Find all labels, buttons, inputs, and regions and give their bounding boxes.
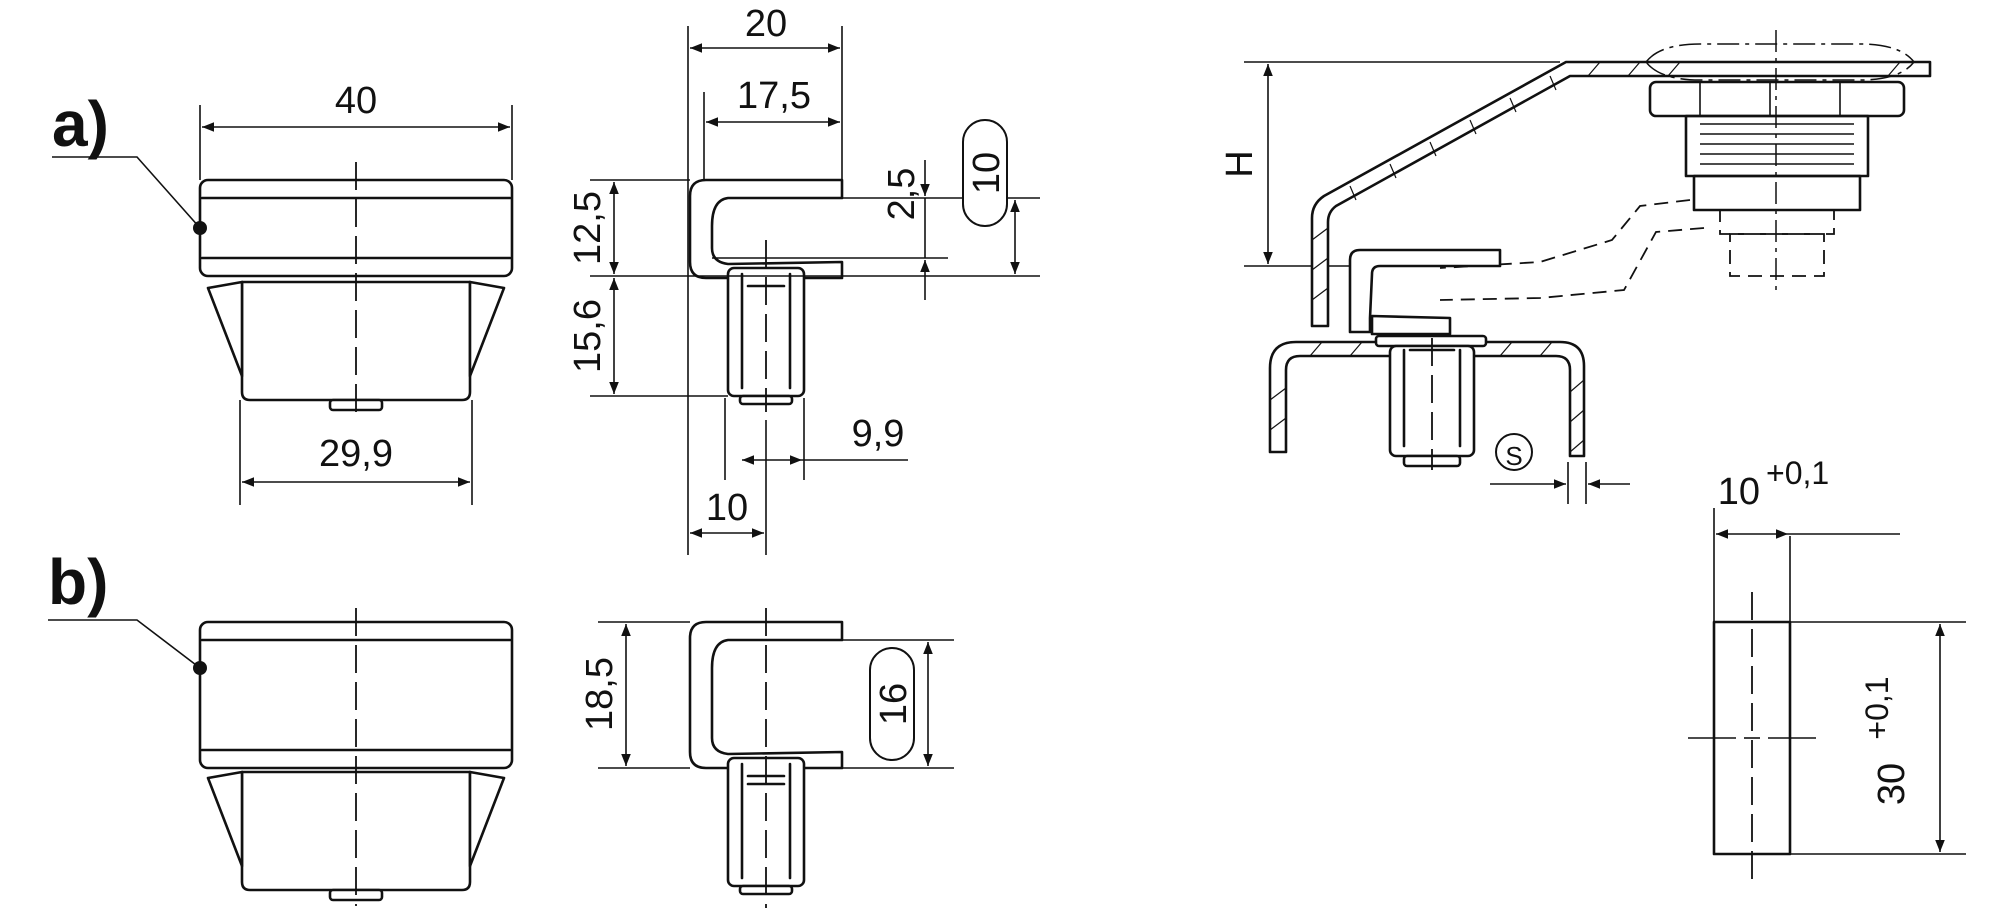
lock-cylinder [1645,30,1915,290]
lock-cam-lower [1439,227,1705,301]
thickness-symbol: S [1505,441,1522,471]
dim-b-height: 18,5 [579,657,621,731]
dim-b-clip-capacity: 16 [873,683,915,725]
variant-b-side-view [598,608,954,908]
a-leader-line [52,156,201,229]
dim-side-lower-height: 15,6 [567,299,609,373]
frame-profile-hatching [1269,341,1585,453]
dim-side-inner-width: 17,5 [737,75,811,117]
dim-side-total-width: 20 [745,3,787,45]
dim-a-width-top: 40 [335,80,377,122]
frame-profile [1268,340,1586,458]
a-side-clip [688,178,844,280]
b-leader-dot [193,661,207,675]
door-panel-hatching [1311,61,1901,301]
a-body [240,280,472,402]
cutout-view [1688,508,1966,886]
dim-cutout-height-tolerance: +0,1 [1859,676,1895,739]
dim-side-clip-capacity-a: 10 [966,152,1008,194]
dim-side-bottom-offset: 9,9 [852,413,905,455]
b-side-clip [688,620,844,770]
dim-cutout-width-tolerance: +0,1 [1766,455,1829,491]
dim-side-gap: 2,5 [881,168,923,221]
lock-cam-upper [1439,199,1691,269]
a-leader-dot [193,221,207,235]
variant-a-side-view [590,26,1040,555]
dim-a-width-bottom: 29,9 [319,433,393,475]
dim-side-base-width: 10 [706,487,748,529]
assembly-clip [1348,248,1502,334]
a-right-tab [468,280,506,378]
a-left-tab [206,280,244,378]
variant-b-front-view [48,608,514,906]
assembly-view [1244,30,1932,504]
variant-a-label: a) [52,88,109,160]
dim-cutout-width: 10 [1718,471,1760,513]
clip-capacity-b-capsule [869,647,915,761]
variant-b-label: b) [48,546,108,618]
b-leader-line [48,619,201,669]
clip-capacity-a-capsule [962,119,1008,227]
dim-side-upper-height: 12,5 [567,191,609,265]
door-panel [1310,60,1932,328]
dim-cutout-height: 30 [1871,763,1913,805]
thickness-symbol-circle [1495,433,1533,471]
variant-a-front-view [52,105,514,505]
height-symbol: H [1219,150,1261,177]
